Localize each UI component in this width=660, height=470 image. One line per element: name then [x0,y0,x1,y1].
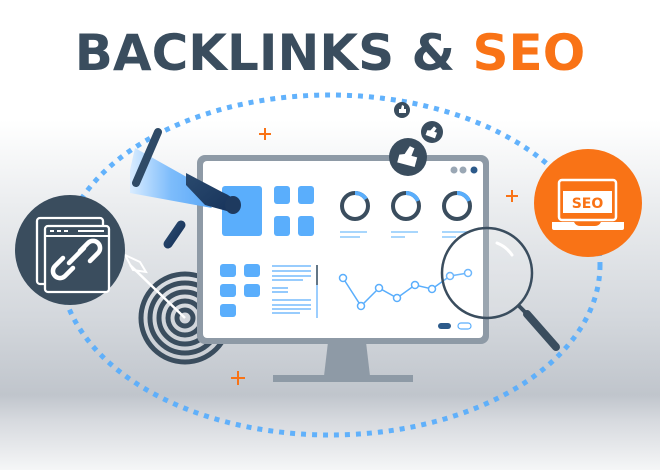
small-tiles [220,264,260,317]
magnifying-glass-icon [440,226,560,351]
donut-chart-icon [340,190,370,238]
link-browser-icon [15,195,125,305]
seo-badge-label: SEO [572,196,604,212]
title-main: BACKLINKS & [74,24,473,82]
donut-chart-icon [442,191,472,238]
megaphone-icon [130,128,241,249]
plus-icon [259,128,271,140]
dotted-orbit [57,92,603,438]
target-icon [138,271,232,365]
title-accent: SEO [472,24,586,82]
plus-icon [231,371,245,385]
seo-laptop-icon: SEO [534,149,642,257]
thumbs-up-icon [389,138,427,176]
thumbs-up-icon [421,121,443,143]
text-lines [272,265,311,314]
line-chart-icon [338,268,473,311]
monitor-stand [273,342,413,382]
arrow-icon [122,252,186,319]
donut-chart-icon [391,191,421,238]
plus-icon [506,190,518,202]
monitor-icon [197,155,489,344]
toggle-pills [438,322,472,330]
page-title: BACKLINKS & SEO [0,24,660,82]
thumbs-up-icon [394,102,410,118]
